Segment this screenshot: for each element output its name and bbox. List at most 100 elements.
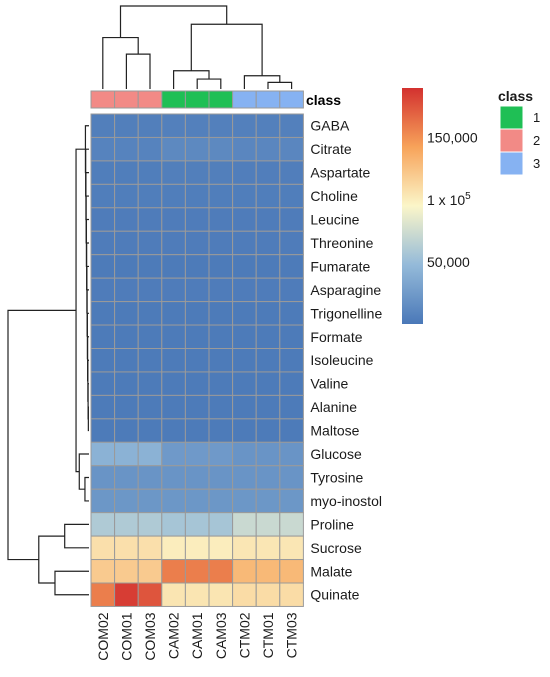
row-label: Isoleucine xyxy=(310,352,373,368)
heatmap-cell xyxy=(255,559,281,584)
heatmap-cell xyxy=(90,348,116,373)
heatmap-cell xyxy=(137,301,163,326)
heatmap-cell xyxy=(161,559,186,584)
heatmap-cell xyxy=(184,277,210,303)
heatmap-cell xyxy=(90,582,116,607)
heatmap-cell xyxy=(232,465,257,490)
heatmap-cell xyxy=(184,512,210,537)
heatmap-cell xyxy=(232,371,257,396)
heatmap-cell xyxy=(114,488,139,514)
heatmap-cell xyxy=(232,348,257,373)
heatmap-cell xyxy=(208,371,234,396)
heatmap-cell xyxy=(208,465,234,490)
heatmap-cell xyxy=(137,230,163,256)
heatmap-cell xyxy=(208,559,234,584)
heatmap-cell xyxy=(279,371,304,396)
heatmap-cell xyxy=(279,559,304,584)
heatmap-cell xyxy=(161,301,186,326)
class-legend-swatch xyxy=(499,128,524,153)
heatmap-cell xyxy=(90,207,116,232)
heatmap-cell xyxy=(279,394,304,420)
heatmap-cells xyxy=(90,113,304,607)
heatmap-cell xyxy=(161,183,186,209)
heatmap-cell xyxy=(232,582,257,607)
dendrogram-link xyxy=(125,53,151,89)
heatmap-cell xyxy=(255,394,281,420)
heatmap-cell xyxy=(137,183,163,209)
heatmap-cell xyxy=(137,535,163,561)
heatmap-cell xyxy=(232,254,257,279)
heatmap-cell xyxy=(232,230,257,256)
dendrogram-link xyxy=(102,36,139,89)
heatmap-cell xyxy=(137,582,163,607)
class-cell-CAM02 xyxy=(161,90,186,109)
heatmap-cell xyxy=(208,160,234,185)
heatmap-cell xyxy=(232,394,257,420)
heatmap-cell xyxy=(255,488,281,514)
heatmap-cell xyxy=(184,582,210,607)
heatmap-cell xyxy=(90,559,116,584)
row-label: Tyrosine xyxy=(310,469,363,485)
heatmap-cell xyxy=(137,348,163,373)
heatmap-cell xyxy=(232,324,257,349)
dendrogram-link xyxy=(190,23,263,76)
class-annotation-strip xyxy=(90,90,304,109)
heatmap-cell xyxy=(114,136,139,162)
heatmap-cell xyxy=(279,113,304,138)
heatmap-cell xyxy=(90,113,116,138)
heatmap-cell xyxy=(161,488,186,514)
column-label: CAM01 xyxy=(189,612,205,659)
heatmap-cell xyxy=(279,160,304,185)
heatmap-cell xyxy=(90,277,116,303)
column-label: COM03 xyxy=(142,612,158,660)
row-label: Leucine xyxy=(310,212,359,228)
heatmap-cell xyxy=(137,160,163,185)
column-label: COM01 xyxy=(118,612,134,660)
heatmap-cell xyxy=(137,488,163,514)
heatmap-cell xyxy=(114,160,139,185)
row-label: Sucrose xyxy=(310,540,362,556)
heatmap-cell xyxy=(208,277,234,303)
heatmap-cell xyxy=(279,465,304,490)
dendrogram-link xyxy=(84,476,89,502)
heatmap-cell xyxy=(184,113,210,138)
heatmap-cell xyxy=(255,535,281,561)
heatmap-cell xyxy=(208,301,234,326)
heatmap-cell xyxy=(90,441,116,467)
row-label: Alanine xyxy=(310,399,357,415)
class-legend-label: 1 xyxy=(533,110,540,125)
heatmap-cell xyxy=(137,136,163,162)
heatmap-cell xyxy=(90,535,116,561)
row-label: Asparagine xyxy=(310,282,381,298)
heatmap-cell xyxy=(255,160,281,185)
heatmap-cell xyxy=(114,277,139,303)
heatmap-cell xyxy=(114,441,139,467)
heatmap-cell xyxy=(255,277,281,303)
heatmap-cell xyxy=(184,394,210,420)
row-label: Trigonelline xyxy=(310,305,382,321)
heatmap-cell xyxy=(279,136,304,162)
column-label: CTM03 xyxy=(284,612,300,658)
heatmap-cell xyxy=(255,348,281,373)
heatmap-cell xyxy=(232,441,257,467)
heatmap-cell xyxy=(90,418,116,443)
heatmap-cell xyxy=(184,441,210,467)
heatmap-cell xyxy=(114,254,139,279)
heatmap-cell xyxy=(279,441,304,467)
heatmap-cell xyxy=(255,207,281,232)
dendrogram-link xyxy=(75,148,86,473)
heatmap-cell xyxy=(184,136,210,162)
heatmap-cell xyxy=(114,324,139,349)
heatmap-cell xyxy=(208,324,234,349)
heatmap-cell xyxy=(279,277,304,303)
row-label: Valine xyxy=(310,376,348,392)
heatmap-cell xyxy=(90,230,116,256)
heatmap-cell xyxy=(208,113,234,138)
heatmap-cell xyxy=(279,183,304,209)
heatmap-cell xyxy=(137,441,163,467)
class-cell-COM01 xyxy=(114,90,139,109)
class-cell-CAM03 xyxy=(208,90,234,109)
heatmap-cell xyxy=(161,207,186,232)
